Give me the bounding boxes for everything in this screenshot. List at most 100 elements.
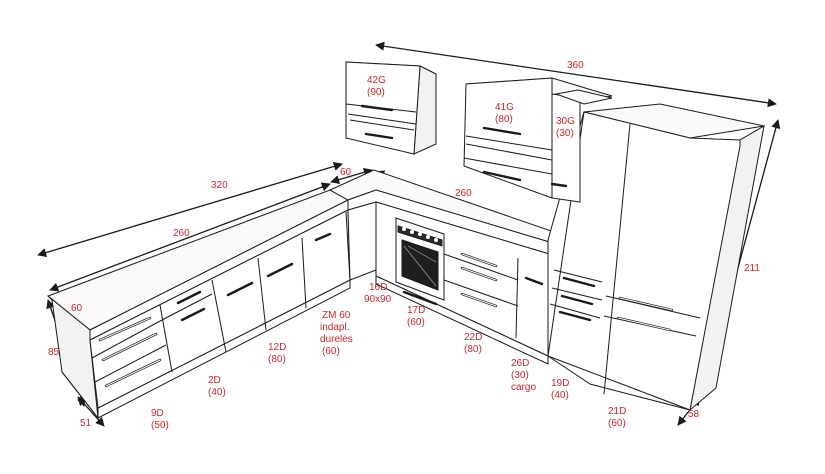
label-zm60-line2: indapl.: [320, 322, 349, 333]
cabinet-22d: [443, 234, 519, 339]
handle-highlight: [617, 317, 671, 331]
label-41g-size: (80): [495, 114, 513, 125]
handle-highlight: [461, 253, 497, 267]
wall-30g-top: [554, 89, 613, 105]
handle-highlight: [99, 317, 151, 341]
dim-260-left: 260: [173, 228, 190, 239]
cabinet-12d: [226, 237, 307, 331]
cabinet-16d: [347, 201, 377, 281]
label-26d-code: 26D: [511, 358, 529, 369]
drawer-split: [91, 319, 163, 359]
drawer-split: [553, 269, 603, 283]
label-2d-size: (40): [208, 387, 226, 398]
knob-icon: [426, 235, 430, 239]
handle: [314, 232, 332, 242]
knob-icon: [402, 227, 406, 231]
label-22d-code: 22D: [464, 332, 482, 343]
divider: [603, 123, 631, 395]
dim-line-60-corner: [330, 167, 373, 185]
drawer-split: [161, 293, 213, 321]
divider: [515, 257, 519, 339]
label-zm60-size: (60): [322, 346, 340, 357]
label-zm60-line3: durelės: [320, 334, 353, 345]
handle: [558, 310, 592, 322]
door-split: [347, 113, 417, 125]
cabinet-9d: [91, 304, 173, 388]
left-end-bottom: [61, 371, 99, 419]
label-26d-size: (30): [511, 370, 529, 381]
handle: [562, 276, 596, 288]
label-41g-code: 41G: [495, 102, 514, 113]
drawer-split: [443, 253, 519, 281]
wall-cabinet-42g: [345, 61, 437, 155]
label-17d-size: (60): [407, 317, 425, 328]
labels: 360 320 260 60 260 211 85 60 51 58 42G (…: [48, 60, 760, 431]
door-split: [465, 143, 553, 161]
dim-60-depth: 60: [71, 303, 83, 314]
dim-360: 360: [567, 60, 584, 71]
label-30g-size: (30): [556, 128, 574, 139]
handle-highlight: [619, 297, 673, 311]
drawer-split: [94, 344, 167, 383]
handle-highlight: [461, 267, 497, 281]
wall-cabinet-30g: [550, 89, 613, 203]
handle: [482, 126, 522, 136]
label-12d-size: (80): [268, 354, 286, 365]
label-21d-size: (60): [608, 418, 626, 429]
door-split: [465, 135, 553, 151]
knob-icon: [418, 232, 422, 236]
label-16d-size: 90x90: [364, 294, 392, 305]
oven-window-reflection: [403, 245, 437, 287]
handle: [360, 104, 394, 112]
handle-highlight: [102, 333, 157, 361]
handle: [402, 290, 438, 306]
dim-260-right: 260: [455, 188, 472, 199]
knob-icon: [434, 238, 438, 242]
door-split: [463, 157, 553, 175]
oven-window-reflection: [407, 245, 437, 263]
label-19d-code: 19D: [551, 378, 569, 389]
label-22d-size: (80): [464, 344, 482, 355]
tall-column: [547, 103, 765, 412]
left-base-run: [47, 189, 351, 420]
label-26d-extra: cargo: [511, 382, 536, 393]
handle: [560, 294, 594, 306]
label-12d-code: 12D: [268, 342, 286, 353]
label-19d-size: (40): [551, 390, 569, 401]
handle-highlight: [105, 359, 161, 387]
label-42g-size: (90): [367, 87, 385, 98]
drawer-split: [443, 279, 519, 307]
drawer-split: [605, 295, 701, 319]
dim-320: 320: [211, 180, 228, 191]
label-17d-code: 17D: [407, 305, 425, 316]
right-base-run: [328, 169, 561, 365]
dim-60-corner: 60: [340, 167, 352, 178]
cabinet-17d-oven: [395, 217, 445, 306]
dim-line-360: [375, 41, 777, 108]
label-21d-code: 21D: [608, 406, 626, 417]
handle: [176, 290, 202, 305]
dim-51: 51: [80, 418, 92, 429]
dim-line-260-left: [49, 182, 331, 292]
divider: [257, 257, 267, 331]
handle: [266, 262, 294, 278]
label-30g-code: 30G: [556, 116, 575, 127]
divider: [211, 279, 227, 353]
handle: [482, 170, 522, 182]
door-split: [349, 119, 415, 131]
wall-cabinet-41g: [463, 77, 613, 199]
drawer-split: [551, 287, 603, 301]
divider: [159, 304, 173, 373]
cabinet-26d: [524, 276, 544, 286]
dim-211: 211: [744, 263, 760, 274]
divider: [301, 237, 307, 309]
handle-highlight: [461, 293, 497, 307]
dim-85: 85: [48, 347, 60, 358]
label-zm60-code: ZM 60: [322, 310, 351, 321]
label-9d-code: 9D: [151, 408, 164, 419]
cabinet-2d: [161, 279, 227, 353]
label-16d-code: 16D: [369, 282, 387, 293]
handle: [226, 281, 254, 297]
